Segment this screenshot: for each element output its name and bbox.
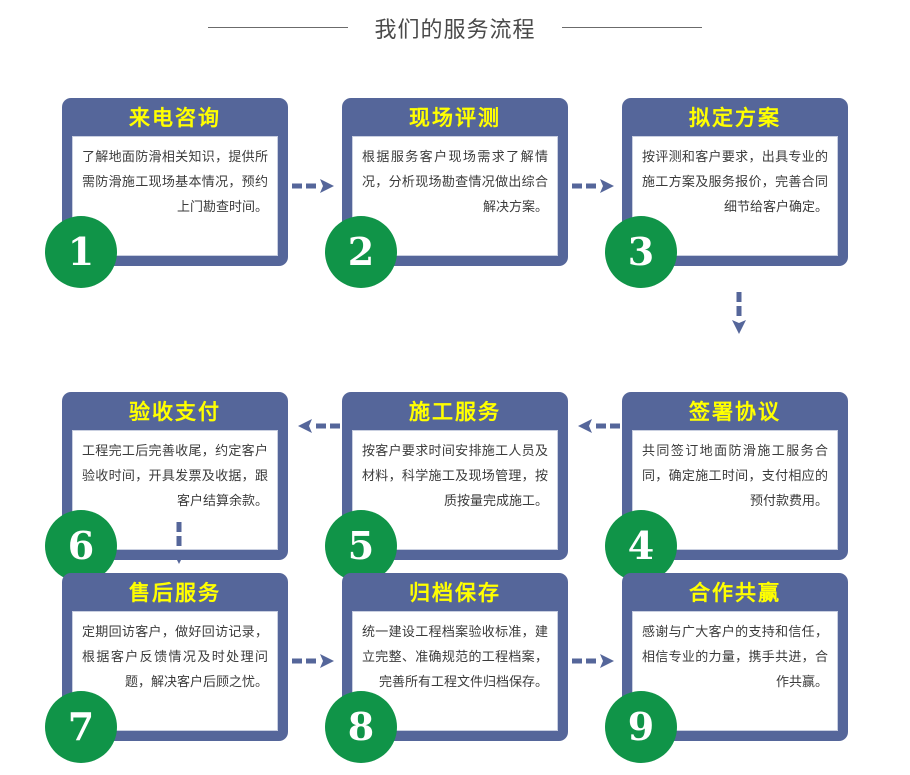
arrow-right-icon-step7-step8 xyxy=(292,650,340,672)
arrow-right-icon-step8-step9 xyxy=(572,650,620,672)
arrow-left-icon-step5-step6 xyxy=(292,415,340,437)
step-card-5-title: 施工服务 xyxy=(409,401,501,424)
step-card-7-number-badge: 7 xyxy=(45,691,117,763)
step-card-8-title: 归档保存 xyxy=(409,582,501,605)
step-card-3[interactable]: 拟定方案 按评测和客户要求，出具专业的施工方案及服务报价，完善合同细节给客户确定… xyxy=(605,98,848,288)
step-card-5[interactable]: 施工服务 按客户要求时间安排施工人员及材料，科学施工及现场管理，按质按量完成施工… xyxy=(325,392,568,582)
step-card-6-title: 验收支付 xyxy=(129,401,221,424)
step-card-6-number-badge: 6 xyxy=(45,510,117,582)
header-rule-right xyxy=(561,27,702,28)
arrow-right-icon-step1-step2 xyxy=(292,175,340,197)
header-rule-left xyxy=(208,27,349,28)
step-card-1-number-badge: 1 xyxy=(45,216,117,288)
step-card-5-number-badge: 5 xyxy=(325,510,397,582)
arrow-down-icon-step6-step7 xyxy=(168,522,190,566)
step-card-3-body: 按评测和客户要求，出具专业的施工方案及服务报价，完善合同细节给客户确定。 xyxy=(632,136,838,256)
step-card-9-title: 合作共赢 xyxy=(689,582,781,605)
step-card-2-title: 现场评测 xyxy=(409,107,501,130)
step-card-3-number-badge: 3 xyxy=(605,216,677,288)
step-card-5-body: 按客户要求时间安排施工人员及材料，科学施工及现场管理，按质按量完成施工。 xyxy=(352,430,558,550)
page-title: 我们的服务流程 xyxy=(374,16,536,42)
step-card-9[interactable]: 合作共赢 感谢与广大客户的支持和信任，相信专业的力量，携手共进，合作共赢。 9 xyxy=(605,573,848,763)
step-card-4[interactable]: 签署协议 共同签订地面防滑施工服务合同，确定施工时间，支付相应的预付款费用。 4 xyxy=(605,392,848,582)
step-card-8[interactable]: 归档保存 统一建设工程档案验收标准，建立完整、准确规范的工程档案，完善所有工程文… xyxy=(325,573,568,763)
step-card-3-title: 拟定方案 xyxy=(689,107,781,130)
page-header: 我们的服务流程 xyxy=(0,0,910,55)
step-card-1-title: 来电咨询 xyxy=(129,107,221,130)
arrow-down-icon-step3-step4 xyxy=(728,292,750,336)
step-card-2-number-badge: 2 xyxy=(325,216,397,288)
step-card-4-number-badge: 4 xyxy=(605,510,677,582)
arrow-right-icon-step2-step3 xyxy=(572,175,620,197)
step-card-7-title: 售后服务 xyxy=(129,582,221,605)
step-card-6[interactable]: 验收支付 工程完工后完善收尾，约定客户验收时间，开具发票及收据，跟客户结算余款。… xyxy=(45,392,288,582)
step-card-8-number-badge: 8 xyxy=(325,691,397,763)
step-card-7-body: 定期回访客户，做好回访记录，根据客户反馈情况及时处理问题，解决客户后顾之忧。 xyxy=(72,611,278,731)
step-card-7[interactable]: 售后服务 定期回访客户，做好回访记录，根据客户反馈情况及时处理问题，解决客户后顾… xyxy=(45,573,288,763)
step-card-2[interactable]: 现场评测 根据服务客户现场需求了解情况，分析现场勘查情况做出综合解决方案。 2 xyxy=(325,98,568,288)
arrow-left-icon-step4-step5 xyxy=(572,415,620,437)
step-card-4-title: 签署协议 xyxy=(689,401,781,424)
step-card-9-number-badge: 9 xyxy=(605,691,677,763)
step-card-1[interactable]: 来电咨询 了解地面防滑相关知识，提供所需防滑施工现场基本情况，预约上门勘查时间。… xyxy=(45,98,288,288)
